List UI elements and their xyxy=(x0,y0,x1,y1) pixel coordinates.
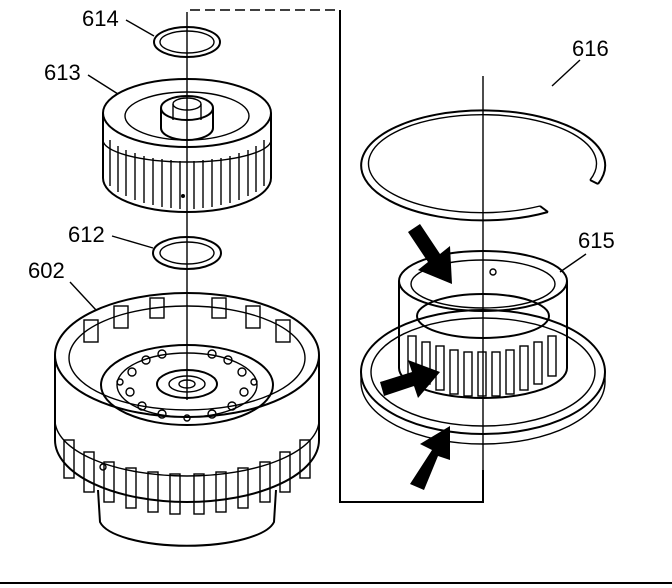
assembly-bracket-line xyxy=(190,9,484,503)
arrow-upper xyxy=(408,224,452,284)
callout-616: 616 xyxy=(572,36,609,61)
leader-612 xyxy=(111,235,154,249)
callout-614: 614 xyxy=(82,6,119,31)
callout-615: 615 xyxy=(578,228,615,253)
callout-602: 602 xyxy=(28,258,65,283)
callout-613: 613 xyxy=(44,60,81,85)
callout-612: 612 xyxy=(68,222,105,247)
arrow-middle xyxy=(380,360,440,398)
leader-616 xyxy=(551,59,581,87)
leader-615 xyxy=(559,253,587,273)
snap-ring-614 xyxy=(153,26,221,58)
hub-613 xyxy=(102,78,272,213)
leader-613 xyxy=(87,74,119,95)
housing-602 xyxy=(54,292,320,547)
leader-602 xyxy=(69,281,97,311)
arrow-lower xyxy=(410,426,450,490)
retaining-ring-616 xyxy=(360,109,607,222)
drum-615 xyxy=(360,250,606,445)
snap-ring-612 xyxy=(152,236,222,270)
leader-614 xyxy=(125,19,155,37)
